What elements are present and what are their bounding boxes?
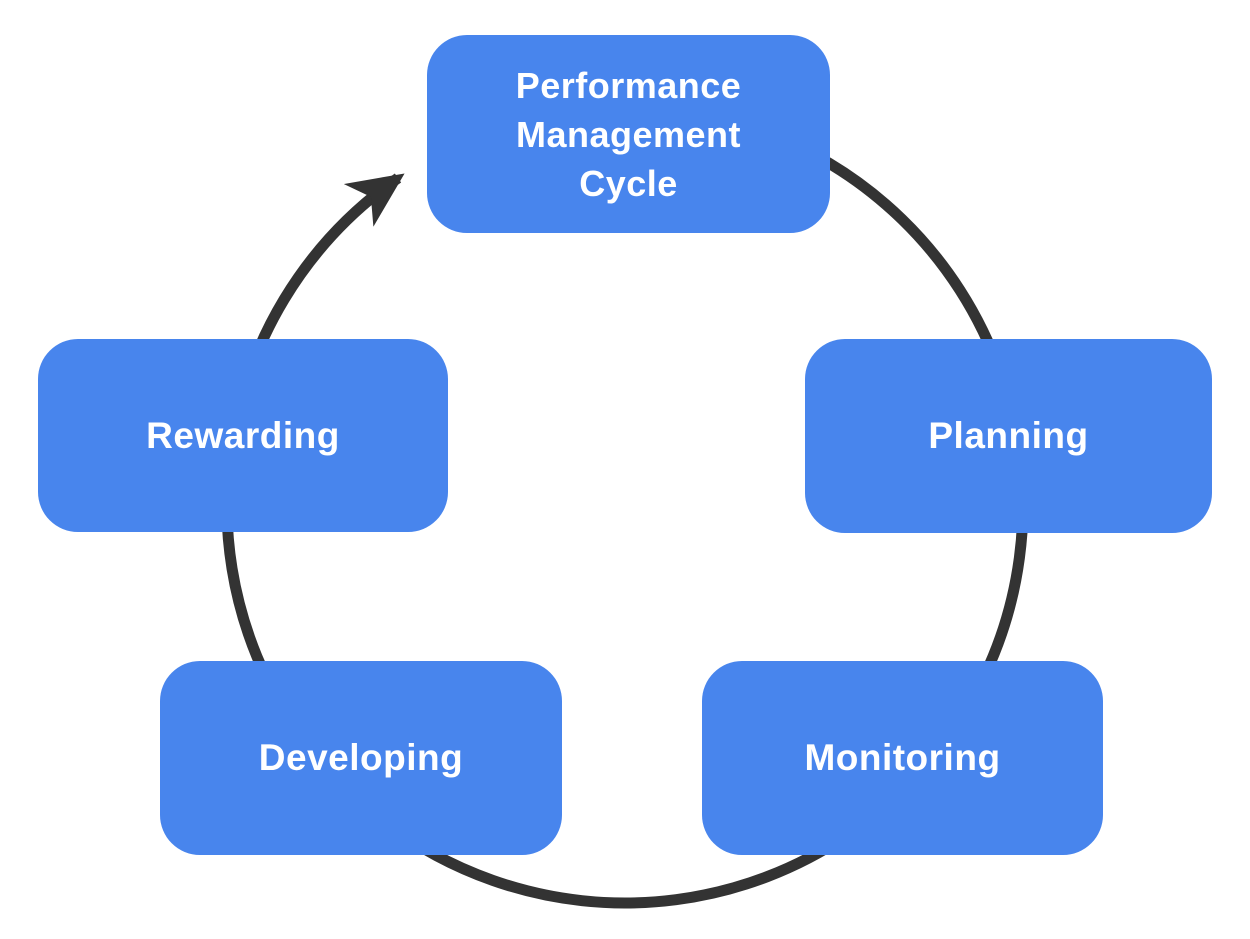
node-monitoring-label: Monitoring	[804, 737, 1001, 778]
title-line-3: Cycle	[579, 162, 678, 204]
node-performance-management-cycle: Performance Management Cycle	[427, 35, 830, 233]
title-line-1: Performance	[515, 64, 742, 106]
node-rewarding: Rewarding	[38, 339, 448, 532]
node-developing: Developing	[160, 661, 562, 855]
node-planning-label: Planning	[928, 415, 1089, 456]
node-planning: Planning	[805, 339, 1212, 533]
node-developing-label: Developing	[258, 737, 464, 778]
node-monitoring: Monitoring	[702, 661, 1103, 855]
node-rewarding-label: Rewarding	[146, 414, 340, 456]
title-line-2: Management	[515, 113, 742, 155]
